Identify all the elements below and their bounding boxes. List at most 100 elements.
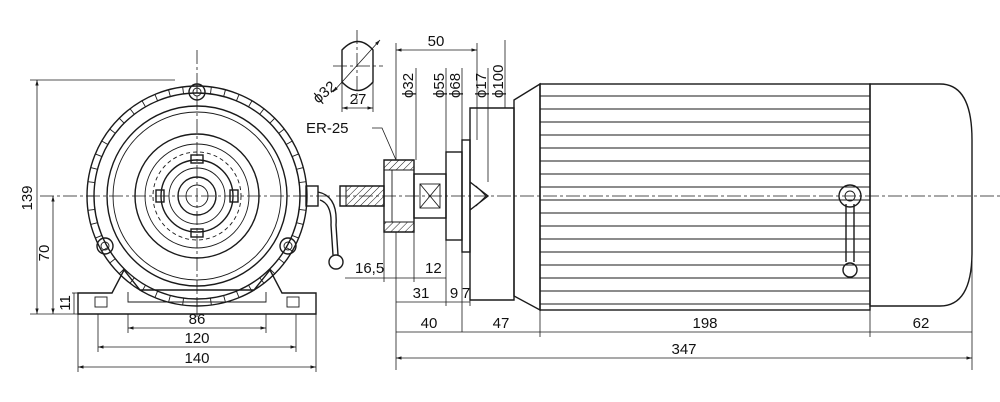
dim-d55-label: ϕ55 [431,73,448,98]
cooling-fin [278,128,285,134]
nut-circle [160,159,234,233]
cooling-fin [168,295,171,303]
dim-86-label: 86 [189,311,206,328]
cooling-fin [291,153,299,157]
collet-circle [168,167,226,225]
cooling-fin [129,108,135,115]
bolt-top [188,83,206,101]
side-cable-lug [842,262,858,278]
front-dimensions: 139 70 11 86 120 140 [19,79,317,372]
shaft-flat-detail: 27 ϕ32 [310,30,383,112]
cooling-fin [278,258,285,264]
dim-31-label: 31 [413,285,430,302]
cooling-fin [236,290,240,298]
cooling-fin [109,258,116,264]
cable-inner [319,199,334,256]
side-dimensions: 50 ϕ32 ϕ55 ϕ68 ϕ17 ϕ100 ER-25 16,5 12 31… [306,33,973,370]
dim-flat-diameter-line [332,39,381,93]
side-view [336,82,1000,312]
flange-circle [144,143,250,249]
dim-165-label: 16,5 [355,260,384,277]
cooling-fin [101,140,109,145]
cooling-fin [168,89,171,97]
end-shield-inner-circle [112,111,282,281]
dim-7-label: 7 [462,285,470,302]
shaft-bore-circle [185,184,209,208]
cooling-fin [154,94,158,102]
dim-40-label: 40 [421,315,438,332]
dim-11-label: 11 [57,295,74,311]
dim-50-label: 50 [428,33,445,50]
cooling-fin [269,117,276,124]
motor-body [539,83,871,311]
cooling-fin [87,208,95,211]
cooling-fin [223,89,226,97]
cooling-fin [299,208,307,211]
collet-nut-hatch-top [383,159,415,171]
rear-cap [869,83,973,307]
body-ribs [540,95,870,305]
cooling-fin [87,181,95,184]
cooling-fin [90,167,98,170]
bearing-housing-circle [134,133,260,259]
dim-9-label: 9 [450,285,458,302]
dim-47-label: 47 [493,315,510,332]
cable-gland [305,185,319,207]
cooling-fin [109,128,116,134]
cooling-fin [291,235,299,239]
dim-flat-diameter-label: ϕ32 [310,78,340,107]
foot-slot-left [94,296,108,308]
cooling-fin [141,100,146,108]
tool-shank-hatch [345,185,385,207]
dim-62-label: 62 [913,315,930,332]
dim-140-label: 140 [184,350,209,367]
dim-198-label: 198 [692,315,717,332]
cooling-fin [259,108,265,115]
side-cable-gland [838,184,862,208]
cooling-fin [154,290,158,298]
mounting-feet [77,268,317,315]
nut-notch-left [155,189,165,203]
dim-347-label: 347 [671,341,696,358]
cooling-fin [285,140,293,145]
pilot-cone [469,181,490,211]
hidden-bolt-circle [152,151,242,241]
bolt-left [96,237,114,255]
nut-notch-right [229,189,239,203]
collet-type-label: ER-25 [306,120,349,137]
bolt-right [279,237,297,255]
collet-type-leader [372,127,397,161]
cable [317,191,339,256]
bore-circle [177,176,217,216]
end-shield-circle [106,105,288,287]
cooling-fin [95,153,103,157]
side-cable-gland-inner [844,190,856,202]
cooling-fin [296,167,304,170]
cooling-fin [118,117,125,124]
foot-base-line [127,292,267,303]
cooling-fin [209,86,212,94]
dim-d32-label: ϕ32 [400,73,417,98]
cooling-fin [182,86,185,94]
dim-27-label: 27 [350,91,367,108]
dim-d100-label: ϕ100 [490,65,507,98]
cooling-fin [269,268,276,275]
cooling-fin [223,295,226,303]
cooling-fin [95,235,103,239]
dim-12-label: 12 [425,260,442,277]
motor-front-bevel [513,82,541,312]
nut-notch-bottom [190,228,204,238]
cooling-fin [285,247,293,252]
spindle-flat [419,183,441,209]
foot-slot-right [286,296,300,308]
cooling-fin [299,181,307,184]
cooling-fin [90,222,98,225]
cooling-fin [101,247,109,252]
spindle-flat-cross [419,183,441,209]
dim-70-label: 70 [36,245,53,262]
collet-nut-hatch-bottom [383,221,415,233]
dim-d68-label: ϕ68 [447,73,464,98]
dim-d17-label: ϕ17 [473,73,490,98]
nut-notch-top [190,154,204,164]
